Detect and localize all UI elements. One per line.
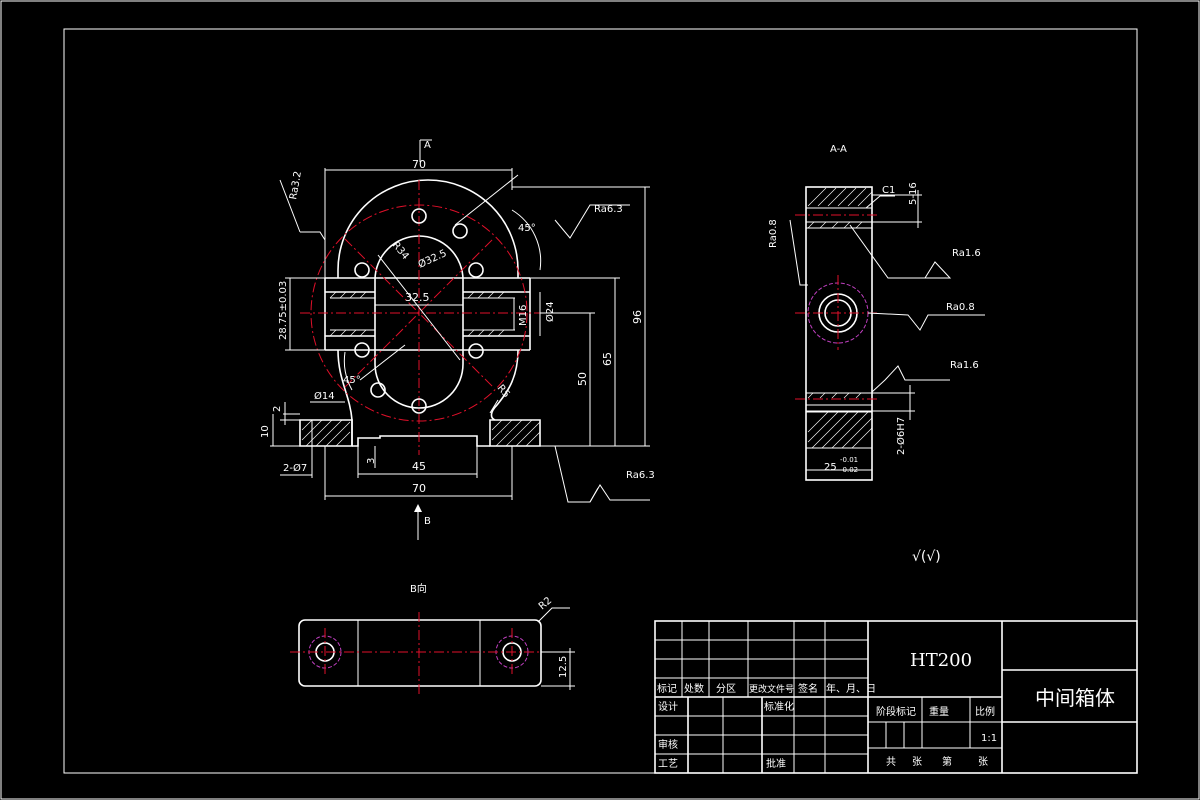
dim-bore-dia: Ø32.5 <box>416 247 448 271</box>
tb-label-count: 处数 <box>684 682 704 695</box>
dim-width-tol-upper: -0.01 <box>840 456 858 464</box>
inner-frame <box>63 28 1138 774</box>
tb-sheets-total: 共 <box>886 756 896 768</box>
roughness-bottom-right: Ra6.3 <box>626 470 655 481</box>
title-block <box>654 620 1138 774</box>
tb-design: 设计 <box>658 700 678 713</box>
tb-review: 审核 <box>658 738 678 751</box>
dim-slot-depth: 3 <box>366 458 377 464</box>
b-view-radius: R2 <box>537 595 554 612</box>
dim-width-tol-lower: -0.02 <box>840 466 858 474</box>
tb-label-change-doc: 更改文件号 <box>749 683 794 695</box>
roughness-left: Ra3.2 <box>288 170 304 200</box>
section-roughness-3: Ra1.6 <box>950 360 979 371</box>
section-mark-top: A <box>424 140 431 151</box>
dim-height-96: 96 <box>631 310 644 324</box>
tb-scale-label: 比例 <box>975 705 995 718</box>
bore-hatch <box>329 291 505 337</box>
b-view <box>290 607 575 694</box>
b-view-height: 12.5 <box>558 656 569 678</box>
roughness-top-right: Ra6.3 <box>594 204 623 215</box>
part-name: 中间箱体 <box>1035 686 1115 710</box>
section-outline <box>805 186 873 481</box>
general-roughness: √(√) <box>912 549 941 565</box>
dim-base-h: 10 <box>260 425 271 438</box>
dim-height-28: 28.75±0.03 <box>278 281 289 340</box>
section-roughness-left: Ra0.8 <box>768 219 779 248</box>
body-top-arc <box>337 179 519 271</box>
section-title: A-A <box>830 144 847 155</box>
dim-mount-holes: 2-Ø7 <box>283 462 307 474</box>
dim-base-hole: Ø14 <box>314 390 335 402</box>
tb-stage-mark: 阶段标记 <box>876 705 916 718</box>
tb-standardize: 标准化 <box>764 700 794 713</box>
tb-sheet-no: 第 <box>942 755 952 768</box>
dim-slot-width: 45 <box>412 460 426 473</box>
dim-top-h: 5-16 <box>908 182 919 205</box>
tb-weight: 重量 <box>929 705 949 718</box>
dim-height-65: 65 <box>601 352 614 366</box>
dim-height-50: 50 <box>576 372 589 386</box>
front-view <box>270 139 650 540</box>
dim-angle-top: 45° <box>518 223 536 234</box>
section-view <box>789 186 985 481</box>
dim-base-step: 2 <box>272 406 283 412</box>
section-roughness-1: Ra1.6 <box>952 248 981 259</box>
tb-sheets-unit: 张 <box>912 756 922 768</box>
material: HT200 <box>910 650 972 671</box>
tb-label-mark: 标记 <box>657 683 677 695</box>
scale-value: 1:1 <box>981 733 997 744</box>
dim-angle-bottom: 45° <box>343 375 361 386</box>
dim-section-width: 25 <box>824 462 837 473</box>
section-hatch <box>807 187 873 449</box>
tb-approve: 批准 <box>766 757 786 770</box>
dim-fillet: R5 <box>495 383 512 400</box>
base-hatch <box>301 419 541 447</box>
tb-sheet-unit2: 张 <box>978 756 988 768</box>
dim-chamfer: C1 <box>882 185 895 196</box>
section-mark-bottom: B <box>424 516 431 527</box>
dim-thread: M16 <box>518 305 529 326</box>
tb-process: 工艺 <box>658 758 678 770</box>
dim-bore-span: 32.5 <box>405 291 430 304</box>
dim-radius: R34 <box>390 240 411 262</box>
tb-label-sign: 签名 <box>798 682 818 695</box>
tb-label-date: 年、月、日 <box>826 682 876 695</box>
dim-bottom-width: 70 <box>412 482 426 495</box>
tb-label-zone: 分区 <box>716 683 736 695</box>
section-roughness-2: Ra0.8 <box>946 302 975 313</box>
bolt-holes <box>354 208 484 414</box>
dim-top-width: 70 <box>412 158 426 171</box>
dim-bore-24: Ø24 <box>544 301 556 322</box>
dim-bottom-fit: 2-Ø6H7 <box>895 417 907 455</box>
b-view-title: B向 <box>410 582 427 595</box>
